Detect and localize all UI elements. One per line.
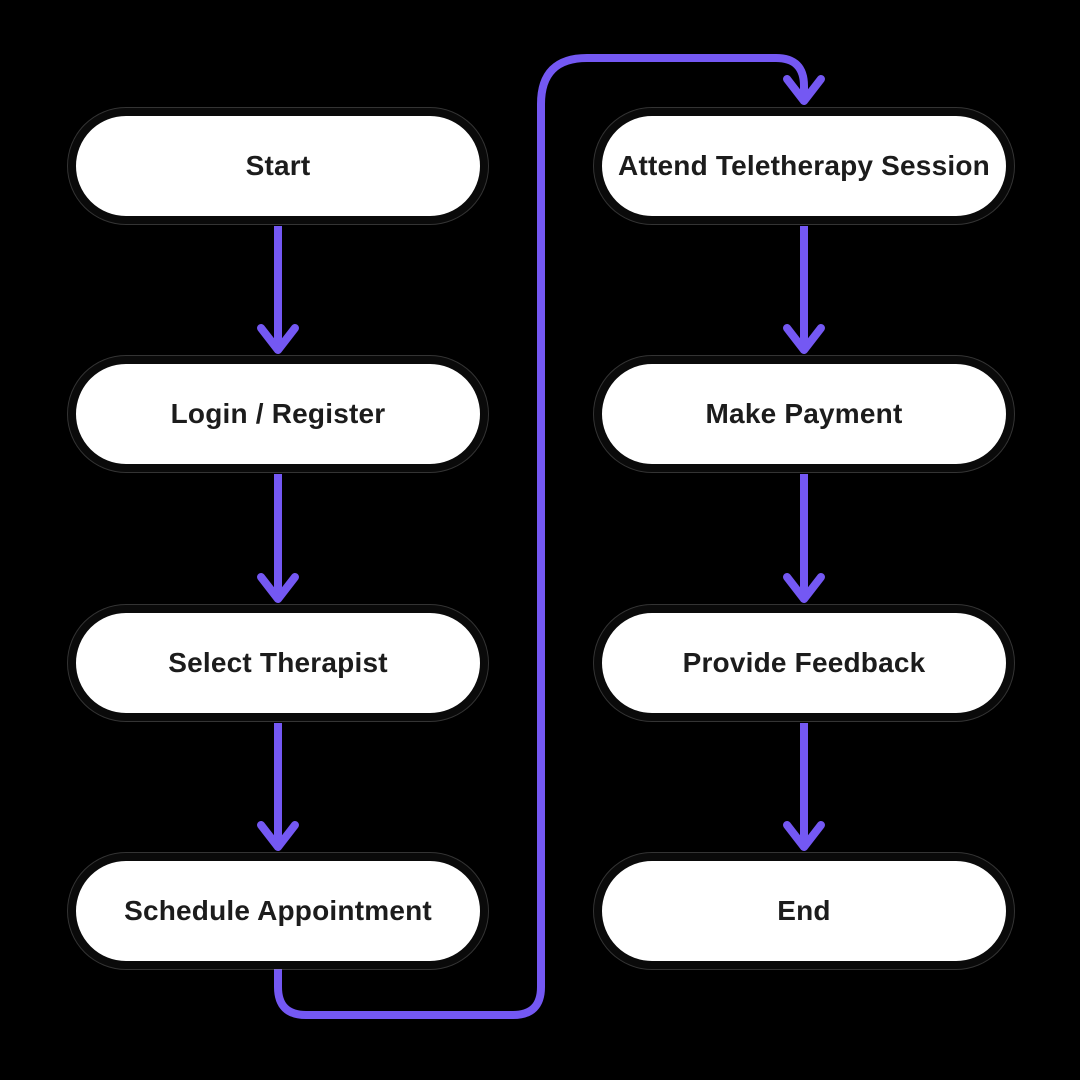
node-end: End: [594, 853, 1014, 969]
node-attend-teletherapy-session-label: Attend Teletherapy Session: [618, 150, 990, 181]
node-make-payment-label: Make Payment: [705, 398, 903, 429]
edge-schedule-to-attend-session: [274, 54, 825, 1019]
node-end-label: End: [777, 895, 831, 926]
node-login-register-label: Login / Register: [170, 398, 386, 429]
node-start-label: Start: [245, 150, 311, 181]
node-select-therapist: Select Therapist: [68, 605, 488, 721]
node-start: Start: [68, 108, 488, 224]
node-login-register: Login / Register: [68, 356, 488, 472]
node-select-therapist-label: Select Therapist: [168, 647, 388, 678]
node-provide-feedback-label: Provide Feedback: [682, 647, 926, 678]
node-provide-feedback: Provide Feedback: [594, 605, 1014, 721]
node-attend-teletherapy-session: Attend Teletherapy Session: [594, 108, 1014, 224]
node-schedule-appointment-label: Schedule Appointment: [124, 895, 432, 926]
node-schedule-appointment: Schedule Appointment: [68, 853, 488, 969]
node-make-payment: Make Payment: [594, 356, 1014, 472]
